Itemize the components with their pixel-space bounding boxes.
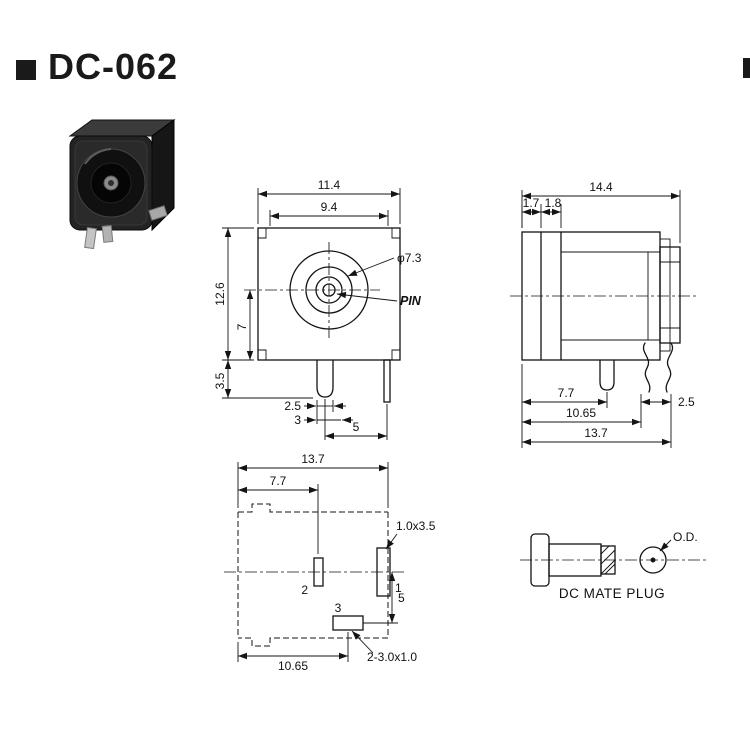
front-dia-label: φ7.3 bbox=[397, 251, 422, 265]
photo-pin-2 bbox=[101, 224, 114, 243]
bottom-dim-7-7: 7.7 bbox=[270, 474, 287, 488]
side-dim-2-5: 2.5 bbox=[678, 395, 695, 409]
bottom-dim-5: 5 bbox=[398, 591, 405, 605]
dim-front-width-inner: 9.4 bbox=[269, 200, 389, 226]
front-dim-11-4: 11.4 bbox=[318, 178, 341, 192]
bottom-pad-3 bbox=[332, 615, 364, 631]
side-barrel-step-bottom bbox=[659, 342, 671, 352]
plug-od-leader bbox=[659, 539, 672, 552]
photo-center-pin-tip bbox=[108, 180, 114, 186]
front-pin-callout: PIN bbox=[336, 291, 422, 308]
side-dim-14-4: 14.4 bbox=[589, 180, 613, 194]
front-dim-2-5: 2.5 bbox=[284, 399, 301, 413]
bottom-outline-bottom bbox=[238, 637, 388, 647]
front-corner-marks bbox=[258, 228, 400, 360]
front-shield-lug bbox=[316, 359, 334, 398]
front-hole-callout: φ7.3 bbox=[347, 251, 422, 277]
front-dim-3-5: 3.5 bbox=[213, 372, 227, 389]
dim-side-steps: 1.7 1.8 bbox=[521, 196, 562, 228]
plug-caption: DC MATE PLUG bbox=[559, 586, 665, 601]
title-bullet bbox=[16, 60, 36, 80]
plug-front-circle bbox=[639, 546, 667, 574]
photo-side-lug bbox=[148, 205, 168, 221]
front-dim-7: 7 bbox=[235, 323, 249, 330]
plug-view: O.D. DC MATE PLUG bbox=[520, 530, 708, 601]
side-dim-1-8: 1.8 bbox=[545, 196, 562, 210]
front-pin-terminal bbox=[383, 359, 391, 403]
dim-front-width-outer: 11.4 bbox=[257, 178, 401, 224]
bottom-view: 2 1 3 13.7 7.7 1.0x3.5 2-3.0x1.0 5 bbox=[224, 452, 436, 673]
side-dim-13-7: 13.7 bbox=[584, 426, 608, 440]
part-number-title: DC-062 bbox=[48, 46, 179, 87]
product-photo bbox=[68, 119, 176, 250]
bottom-slot-callout: 1.0x3.5 bbox=[385, 519, 436, 550]
side-dim-7-7: 7.7 bbox=[558, 386, 575, 400]
dim-side-total: 14.4 bbox=[521, 180, 681, 243]
side-bent-leg-1 bbox=[642, 342, 651, 393]
front-pin-label: PIN bbox=[400, 294, 422, 308]
front-dim-5: 5 bbox=[353, 420, 360, 434]
bottom-holes-callout: 2-3.0x1.0 bbox=[351, 630, 417, 664]
front-dim-12-6: 12.6 bbox=[213, 282, 227, 306]
front-view: 11.4 9.4 12.6 7 3.5 φ7.3 PIN bbox=[213, 178, 422, 440]
side-dim-1-7: 1.7 bbox=[523, 196, 540, 210]
dim-front-center-to-bottom: 7 bbox=[235, 290, 254, 360]
bottom-dim-10-65: 10.65 bbox=[278, 659, 308, 673]
front-outline bbox=[257, 227, 401, 361]
front-dim-3: 3 bbox=[294, 413, 301, 427]
bottom-slot-label: 1.0x3.5 bbox=[396, 519, 436, 533]
dim-side-pin-positions: 7.7 2.5 10.65 13.7 bbox=[521, 364, 695, 448]
adjacent-title-bullet-partial bbox=[743, 58, 750, 78]
bottom-pad2-label: 2 bbox=[301, 583, 308, 597]
bottom-pad3-label: 3 bbox=[335, 601, 342, 615]
bottom-holes-label: 2-3.0x1.0 bbox=[367, 650, 417, 664]
bottom-pad1-label: 1 bbox=[395, 581, 402, 595]
side-barrel-step-top bbox=[659, 238, 671, 248]
side-barrel-steps bbox=[660, 247, 680, 343]
front-dim-9-4: 9.4 bbox=[321, 200, 338, 214]
dim-front-pin-length: 3.5 bbox=[213, 360, 313, 399]
side-bent-leg-2 bbox=[665, 342, 674, 393]
bottom-dim-13-7: 13.7 bbox=[301, 452, 325, 466]
side-dim-10-65: 10.65 bbox=[566, 406, 596, 420]
dim-bottom-width: 13.7 bbox=[237, 452, 389, 508]
dim-front-height: 12.6 bbox=[213, 227, 254, 361]
dim-bottom-pad3-x: 10.65 bbox=[237, 632, 349, 673]
dim-front-bottom-pins: 2.5 3 5 bbox=[284, 399, 388, 440]
photo-pin-1 bbox=[84, 226, 97, 250]
dim-bottom-pad2-x: 7.7 bbox=[238, 474, 319, 554]
plug-od-label: O.D. bbox=[673, 530, 698, 544]
bottom-pad-2 bbox=[313, 557, 324, 587]
photo-highlight bbox=[84, 148, 112, 165]
dim-bottom-pad3-y: 5 bbox=[363, 572, 405, 624]
side-shield-lug bbox=[599, 359, 615, 391]
side-view: 14.4 1.7 1.8 7.7 2.5 10.65 13.7 bbox=[510, 180, 696, 448]
plug-tip-hatch bbox=[600, 545, 616, 575]
bottom-outline-top bbox=[238, 503, 388, 513]
plug-front-center-dot bbox=[650, 557, 656, 563]
